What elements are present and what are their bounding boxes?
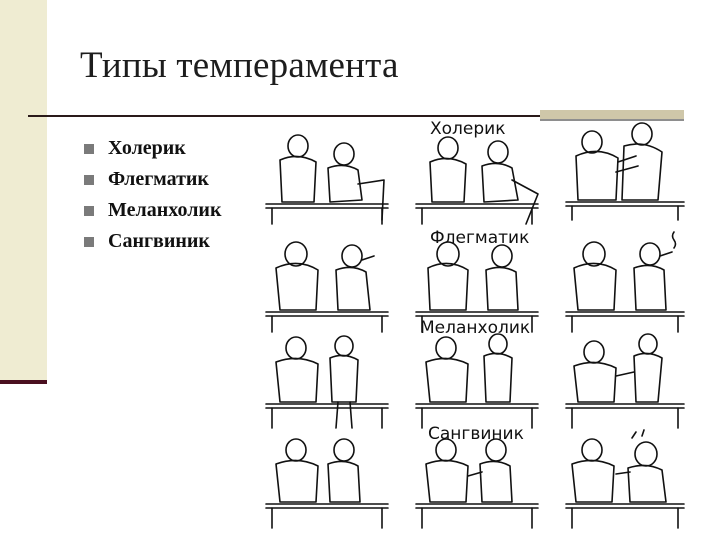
bench-scene bbox=[415, 241, 539, 333]
list-item-label: Холерик bbox=[108, 137, 186, 159]
list-item: Меланхолик bbox=[84, 195, 221, 226]
bench-scene bbox=[265, 438, 389, 529]
bullet-square-icon bbox=[84, 143, 94, 154]
bullet-square-icon bbox=[84, 174, 94, 185]
bench-scene bbox=[565, 429, 685, 529]
list-item-label: Флегматик bbox=[108, 168, 209, 190]
temperament-cartoon: Холерик Флегматик Меланхолик Сангвиник bbox=[258, 116, 688, 534]
bullet-square-icon bbox=[84, 236, 94, 247]
bench-scene bbox=[565, 231, 685, 333]
cartoon-svg: Холерик Флегматик Меланхолик Сангвиник bbox=[265, 119, 685, 529]
list-item: Сангвиник bbox=[84, 226, 221, 257]
bench-scene bbox=[565, 333, 685, 429]
cartoon-label-phlegmatic: Флегматик bbox=[430, 228, 529, 248]
bench-scene bbox=[265, 134, 389, 225]
panel-row-4 bbox=[265, 429, 685, 529]
bullet-square-icon bbox=[84, 205, 94, 216]
list-item: Холерик bbox=[84, 133, 221, 164]
bench-scene bbox=[415, 333, 539, 429]
bench-scene bbox=[265, 241, 389, 333]
temperament-list: Холерик Флегматик Меланхолик Сангвиник bbox=[84, 133, 221, 257]
list-item-label: Сангвиник bbox=[108, 230, 210, 252]
list-item-label: Меланхолик bbox=[108, 199, 222, 221]
bench-scene bbox=[265, 335, 389, 429]
list-item: Флегматик bbox=[84, 164, 221, 195]
title-divider bbox=[28, 115, 682, 117]
slide-title: Типы темперамента bbox=[80, 45, 399, 86]
side-decor-underline bbox=[0, 380, 47, 384]
cartoon-label-melancholic: Меланхолик bbox=[420, 318, 530, 338]
cartoon-label-sanguine: Сангвиник bbox=[428, 424, 524, 444]
side-decor-bar bbox=[0, 0, 47, 382]
panel-row-1 bbox=[265, 122, 685, 225]
panel-row-3 bbox=[265, 333, 685, 429]
bench-scene bbox=[415, 438, 539, 529]
title-accent-box bbox=[540, 110, 684, 121]
bench-scene bbox=[565, 122, 685, 221]
cartoon-label-choleric: Холерик bbox=[430, 119, 505, 139]
panel-row-2 bbox=[265, 231, 685, 333]
bench-scene bbox=[415, 136, 539, 225]
